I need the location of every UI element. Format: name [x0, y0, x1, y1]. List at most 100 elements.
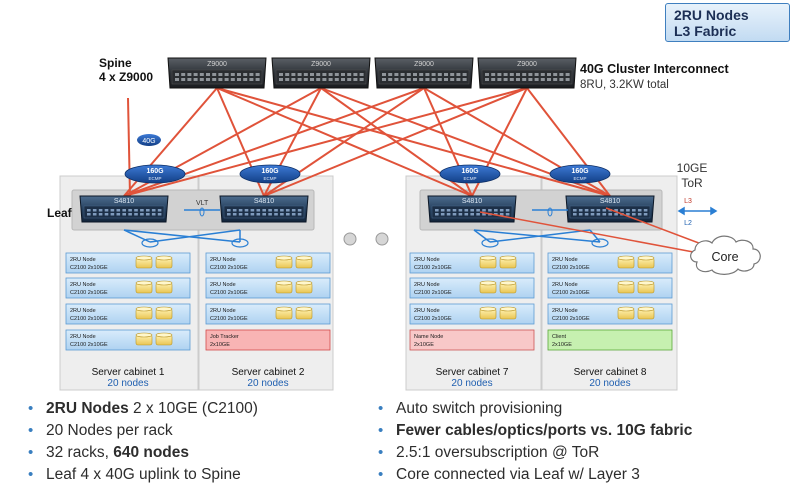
cabinet-title: Server cabinet 1: [92, 367, 165, 378]
cabinet-title: Server cabinet 8: [574, 367, 647, 378]
disk-icon: [295, 255, 313, 269]
interconnect-title: 40G Cluster Interconnect: [580, 62, 729, 76]
spine-switch-label: Z9000: [517, 61, 537, 68]
badge-line2: L3 Fabric: [674, 23, 737, 39]
node-card: Name Node 2x10GE: [409, 329, 535, 351]
disk-icon: [155, 255, 173, 269]
disk-icon: [617, 255, 635, 269]
disk-icon: [275, 280, 293, 294]
disk-icon: [617, 280, 635, 294]
ecmp-speed: 160G: [571, 168, 589, 175]
spine-switch-label: Z9000: [207, 61, 227, 68]
ecmp-label: ECMP: [573, 176, 586, 181]
tor-l2-label: L2: [684, 220, 692, 227]
node-name: Job Tracker: [210, 334, 239, 340]
node-name: 2RU Node: [210, 257, 236, 263]
spine-switch-2: Z9000: [271, 57, 371, 89]
disk-icon: [637, 255, 655, 269]
node-spec: C2100 2x10GE: [70, 290, 108, 296]
cabinet-title: Server cabinet 2: [232, 367, 305, 378]
disk-icon: [637, 306, 655, 320]
node-spec: C2100 2x10GE: [210, 265, 248, 271]
node-name: 2RU Node: [70, 308, 96, 314]
bullets-right: Auto switch provisioning Fewer cables/op…: [376, 398, 692, 486]
disk-icon: [155, 306, 173, 320]
leaf-switch-label: S4810: [600, 198, 620, 205]
bullet-left-3-pre: 32 racks,: [46, 444, 114, 461]
leaf-switch-3: S4810: [427, 195, 517, 223]
bullets-left: 2RU Nodes 2 x 10GE (C2100) 20 Nodes per …: [26, 398, 258, 486]
spine-switch-3: Z9000: [374, 57, 474, 89]
bullet-left-3: 32 racks, 640 nodes: [26, 442, 258, 464]
disk-icon: [295, 280, 313, 294]
disk-icon: [135, 280, 153, 294]
disk-icon: [295, 306, 313, 320]
node-name: Name Node: [414, 334, 443, 340]
badge-line1: 2RU Nodes: [674, 7, 749, 23]
ecmp-speed: 160G: [261, 168, 279, 175]
node-spec: 2x10GE: [414, 342, 434, 348]
uplink-40g-badge: [137, 134, 161, 146]
disk-icon: [499, 280, 517, 294]
node-name: 2RU Node: [70, 257, 96, 263]
disk-icon: [275, 255, 293, 269]
disk-icon: [135, 255, 153, 269]
node-name: 2RU Node: [552, 257, 578, 263]
cabinet-node-count: 20 nodes: [107, 378, 148, 389]
disk-icon: [275, 306, 293, 320]
bullet-left-1-bold: 2RU Nodes: [46, 400, 129, 417]
ellipsis-dot-1: [343, 232, 357, 246]
node-spec: C2100 2x10GE: [552, 290, 590, 296]
core-label: Core: [711, 250, 738, 264]
node-name: 2RU Node: [552, 282, 578, 288]
uplink-40g-label: 40G: [142, 138, 155, 145]
bullet-left-1: 2RU Nodes 2 x 10GE (C2100): [26, 398, 258, 420]
lag-icons: [141, 238, 609, 248]
node-spec: C2100 2x10GE: [210, 290, 248, 296]
cabinet-node-count: 20 nodes: [247, 378, 288, 389]
bullet-right-1-text: Auto switch provisioning: [396, 400, 563, 417]
leaf-switch-label: S4810: [114, 198, 134, 205]
bullet-left-4: Leaf 4 x 40G uplink to Spine: [26, 464, 258, 486]
ecmp-label: ECMP: [463, 176, 476, 181]
node-spec: C2100 2x10GE: [70, 265, 108, 271]
node-name: 2RU Node: [70, 334, 96, 340]
spine-count: 4 x Z9000: [99, 70, 153, 84]
disk-icon: [617, 306, 635, 320]
ellipsis-dot-2: [375, 232, 389, 246]
spine-title: Spine: [99, 56, 132, 70]
vlt-label: VLT: [196, 200, 209, 207]
disk-icon: [135, 306, 153, 320]
tor-label-line2: ToR: [681, 176, 703, 190]
disk-icon: [479, 306, 497, 320]
node-spec: C2100 2x10GE: [414, 265, 452, 271]
ecmp-label: ECMP: [263, 176, 276, 181]
disk-icon: [499, 306, 517, 320]
spine-switch-1: Z9000: [167, 57, 267, 89]
node-name: 2RU Node: [414, 308, 440, 314]
leaf-title: Leaf: [47, 206, 73, 220]
node-spec: C2100 2x10GE: [70, 342, 108, 348]
bullet-left-3-bold: 640 nodes: [113, 444, 190, 461]
node-name: 2RU Node: [210, 282, 236, 288]
disk-icon: [155, 332, 173, 346]
cabinet-title: Server cabinet 7: [436, 367, 509, 378]
disk-icon: [155, 280, 173, 294]
disk-icon: [135, 332, 153, 346]
